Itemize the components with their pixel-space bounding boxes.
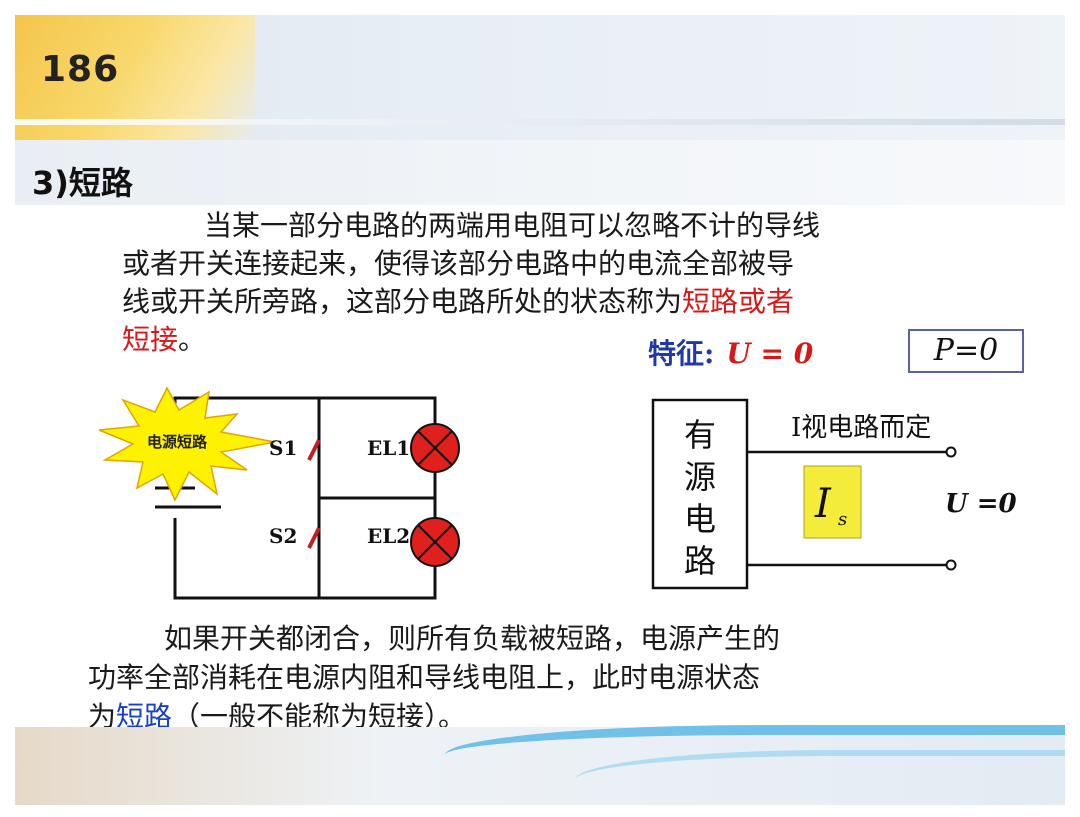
short-circuit-diagram: 电源短路 S1 S2 EL1 EL2 <box>98 386 460 600</box>
feature-line: 特征: U = 0 <box>648 332 813 372</box>
power-equation-box: P=0 <box>908 329 1024 373</box>
switch-s1-icon <box>307 439 321 461</box>
burst-icon <box>98 386 276 502</box>
definition-line-3-text: 线或开关所旁路，这部分电路所处的状态称为 <box>122 285 683 318</box>
output-terminals <box>747 446 957 571</box>
switch-s2-icon <box>307 527 321 549</box>
definition-line-3: 线或开关所旁路，这部分电路所处的状态称为短路或者 <box>122 283 1042 321</box>
feature-label: 特征: <box>648 337 715 370</box>
short-circuit-term: 短路或者 <box>682 285 795 318</box>
switch-s2-label: S2 <box>269 524 297 548</box>
current-source-symbol: I <box>814 481 832 527</box>
lamp-el2-label: EL2 <box>367 524 410 548</box>
section-title: 3)短路 <box>32 164 133 202</box>
conclusion-line-1: 如果开关都闭合，则所有负载被短路，电源产生的 <box>164 622 781 655</box>
page-number: 186 <box>41 49 120 90</box>
switch-s1-label: S1 <box>269 436 297 460</box>
block-char-1: 有 <box>684 416 716 454</box>
header-divider <box>15 119 1065 125</box>
block-char-4: 路 <box>684 542 716 580</box>
output-voltage: U =0 <box>945 489 1017 519</box>
current-source-subscript: s <box>838 509 847 530</box>
short-connect-term: 短接 <box>122 323 179 356</box>
block-char-2: 源 <box>684 458 716 496</box>
active-source-block <box>651 398 749 590</box>
lamp-el2-icon <box>410 517 460 567</box>
title-band <box>15 140 1065 205</box>
definition-paragraph: 当某一部分电路的两端用电阻可以忽略不计的导线 或者开关连接起来，使得该部分电路中… <box>122 207 1042 359</box>
footer-wave-decoration-2 <box>575 750 1065 805</box>
definition-line-4-end: 。 <box>178 323 207 356</box>
voltage-equation: U = 0 <box>726 337 814 370</box>
burst-label: 电源短路 <box>147 433 208 451</box>
current-note: I视电路而定 <box>791 413 931 443</box>
definition-line-1: 当某一部分电路的两端用电阻可以忽略不计的导线 <box>204 209 821 242</box>
conclusion-line-2: 功率全部消耗在电源内阻和导线电阻上，此时电源状态 <box>88 661 761 694</box>
lamp-el1-label: EL1 <box>367 436 410 460</box>
conclusion-paragraph: 如果开关都闭合，则所有负载被短路，电源产生的 功率全部消耗在电源内阻和导线电阻上… <box>88 619 1028 736</box>
current-source-box <box>803 465 862 539</box>
slide: 186 3)短路 当某一部分电路的两端用电阻可以忽略不计的导线 或者开关连接起来… <box>15 15 1065 805</box>
lamp-el1-icon <box>410 423 460 473</box>
definition-line-2: 或者开关连接起来，使得该部分电路中的电流全部被导 <box>122 247 795 280</box>
block-char-3: 电 <box>684 500 716 538</box>
footer-wave-decoration <box>445 725 1065 785</box>
active-source-diagram: 有 源 电 路 I视电路而定 I s U =0 <box>651 398 1017 590</box>
definition-line-4: 短接。 <box>122 321 1042 359</box>
